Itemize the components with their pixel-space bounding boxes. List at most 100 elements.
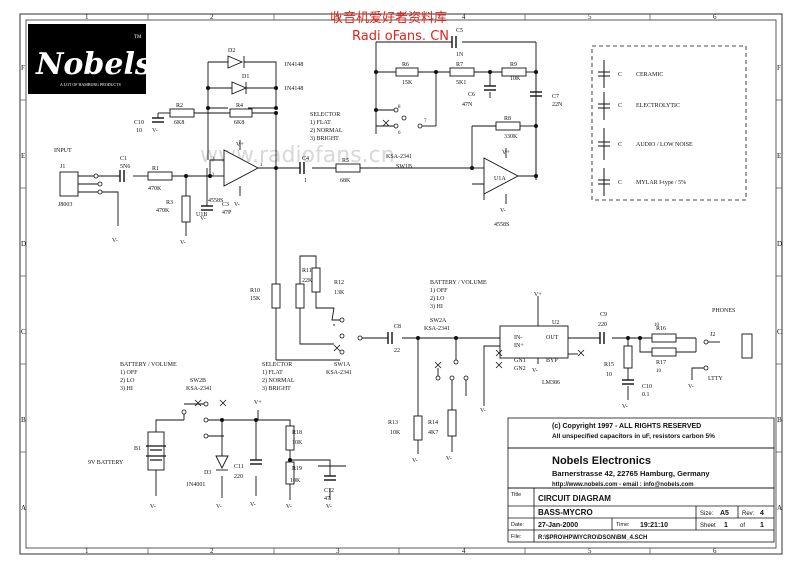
- tb-address: Barnerstrasse 42, 22765 Hamburg, Germany: [552, 469, 710, 478]
- lbl-pin2: 2: [212, 173, 215, 178]
- no-connect-marks: [194, 119, 585, 407]
- title-block-frame: [507, 417, 775, 543]
- lbl-bat2-title: BATTERY / VOLUME: [120, 362, 177, 368]
- ic-u2: [499, 325, 569, 359]
- zone-row-c: C: [21, 328, 26, 336]
- jack-j1: [59, 171, 79, 197]
- lbl-dtype: 1N4148: [284, 62, 303, 68]
- lbl-sw1a: SW1A: [334, 362, 351, 368]
- lbl-c11: C11: [234, 464, 244, 470]
- zone-row-f: F: [21, 64, 25, 72]
- lbl-vminus-h: V-: [532, 368, 538, 374]
- outer-frame: [19, 13, 783, 555]
- lbl-sw-pin6: 6: [398, 131, 401, 136]
- resistor-r5: [335, 163, 361, 173]
- zone-col-3b: 3: [336, 547, 340, 555]
- lbl-r19v: 10K: [290, 478, 301, 484]
- zone-col-2b: 2: [210, 547, 214, 555]
- resistor-r8: [495, 121, 521, 131]
- lbl-vminus-k: V-: [150, 504, 156, 510]
- logo-tm: TM: [134, 35, 142, 40]
- lbl-sel2-b: 2) NORMAL: [262, 377, 295, 384]
- logo-brand: Nobels: [35, 47, 152, 82]
- lbl-vplus4: V+: [254, 400, 262, 406]
- lbl-r18v: 10K: [292, 440, 303, 446]
- legend-c2: C: [618, 103, 622, 109]
- resistor-r3: [181, 195, 191, 223]
- zone-row-b-r: B: [777, 416, 782, 424]
- lbl-r19: R19: [292, 466, 302, 472]
- lbl-u1a: U1A: [494, 176, 506, 182]
- tb-time: 19:21:10: [640, 522, 668, 529]
- junctions: [184, 70, 642, 462]
- lbl-bat1-b: 2) LO: [430, 295, 445, 302]
- lbl-sw-pin8: 8: [398, 105, 401, 110]
- legend-electrolytic: ELECTROLYTIC: [636, 103, 680, 109]
- lbl-pin1: 1: [260, 163, 263, 168]
- zone-row-f-r: F: [777, 64, 781, 72]
- lbl-sw2b: SW2B: [190, 378, 206, 384]
- zone-col-2: 2: [210, 13, 214, 21]
- lbl-r12: R12: [334, 280, 344, 286]
- zone-col-6: 6: [713, 13, 717, 21]
- lbl-bat2-a: 1) OFF: [120, 369, 138, 376]
- lbl-r14: R14: [428, 420, 438, 426]
- lbl-r16: R16: [656, 326, 666, 332]
- jack-j2: [741, 333, 753, 359]
- lbl-sel2-title: SELECTOR: [262, 362, 292, 368]
- lbl-vminus-l: V-: [216, 504, 222, 510]
- lbl-r9: R9: [510, 62, 517, 68]
- lbl-sw2a: SW2A: [430, 318, 447, 324]
- resistor-r2: [169, 108, 195, 118]
- lbl-c10v: 10: [136, 128, 142, 134]
- diode-d3: [215, 455, 229, 470]
- lbl-r1v: 470K: [148, 186, 162, 192]
- resistor-r9: [501, 67, 527, 77]
- battery-plates: [146, 445, 166, 461]
- zone-col-3: 3: [336, 13, 340, 21]
- lbl-sel2-a: 1) FLAT: [262, 369, 283, 376]
- lbl-c6v: 47N: [462, 102, 473, 108]
- lbl-u2: U2: [552, 320, 559, 326]
- resistor-r17: [651, 347, 677, 357]
- lbl-r8: R8: [504, 116, 511, 122]
- zone-row-a-r: A: [777, 504, 782, 512]
- lbl-vminus-j: V-: [688, 384, 694, 390]
- lbl-sw-pin7: 7: [424, 119, 427, 124]
- resistor-r4: [229, 108, 253, 118]
- tb-of-label: of: [740, 523, 745, 529]
- diode-d2: [227, 55, 244, 69]
- tb-rev: 4: [760, 510, 764, 517]
- tb-size-label: Size:: [700, 511, 714, 517]
- lbl-vminus-a: V-: [112, 238, 118, 244]
- lbl-c11v: 220: [234, 474, 243, 480]
- lbl-sel1-title: SELECTOR: [310, 112, 340, 118]
- lbl-ltty: LTTY: [708, 376, 723, 382]
- lbl-r6v: 15K: [402, 80, 413, 86]
- lbl-vminus2: V-: [500, 208, 506, 214]
- lbl-sw1b: SW1B: [396, 164, 412, 170]
- resistor-r7: [449, 67, 475, 77]
- lbl-lm386: LM386: [542, 380, 560, 386]
- lbl-r14v: 4K7: [428, 430, 438, 436]
- lbl-r10: R10: [250, 288, 260, 294]
- lbl-r10v: 15K: [250, 296, 261, 302]
- lbl-r13: R13: [388, 420, 398, 426]
- lbl-c12v: 47: [324, 496, 330, 502]
- legend-audio: AUDIO / LOW NOISE: [636, 142, 693, 148]
- resistor-r16: [651, 333, 677, 343]
- lbl-input: INPUT: [54, 148, 72, 154]
- lbl-c8: C8: [394, 324, 401, 330]
- zone-col-5b: 5: [588, 547, 592, 555]
- diodes: [215, 55, 248, 471]
- opamp-u1b: [223, 149, 259, 187]
- lbl-r7: R7: [456, 62, 463, 68]
- lbl-bat1-c: 3) HI: [430, 303, 443, 310]
- lbl-ksa3: KSA-2341: [424, 326, 450, 332]
- tb-name: BASS-MYCRO: [538, 508, 593, 517]
- lbl-in-minus: IN-: [514, 335, 522, 341]
- watermark-line2: Radi oFans. CN: [352, 29, 449, 44]
- lbl-c3v: 47P: [222, 210, 232, 216]
- lbl-dtype2: 1N4148: [284, 86, 303, 92]
- zone-row-a: A: [21, 504, 26, 512]
